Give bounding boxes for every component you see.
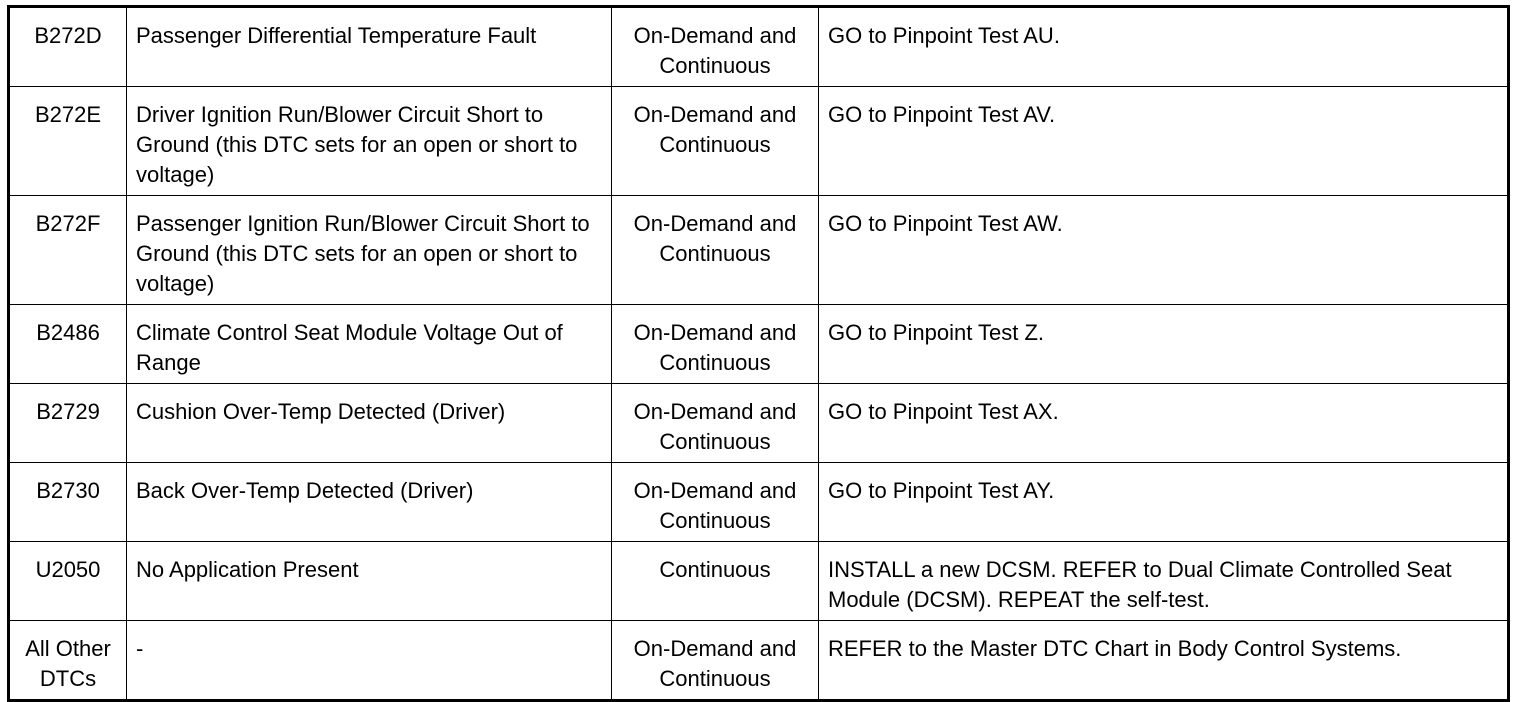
dtc-code-cell: All Other DTCs (8, 620, 127, 701)
table-row: B272E Driver Ignition Run/Blower Circuit… (8, 86, 1509, 196)
action-cell: REFER to the Master DTC Chart in Body Co… (818, 620, 1509, 701)
action-cell: INSTALL a new DCSM. REFER to Dual Climat… (818, 541, 1509, 621)
test-type-cell: On-Demand and Continuous (611, 86, 819, 196)
dtc-code-cell: B2486 (8, 304, 127, 384)
dtc-code-cell: B272D (8, 6, 127, 87)
dtc-code-cell: U2050 (8, 541, 127, 621)
action-cell: GO to Pinpoint Test AY. (818, 462, 1509, 542)
action-cell: GO to Pinpoint Test AU. (818, 6, 1509, 87)
dtc-code-cell: B272F (8, 195, 127, 305)
table-row: All Other DTCs - On-Demand and Continuou… (8, 620, 1509, 701)
test-type-cell: On-Demand and Continuous (611, 195, 819, 305)
dtc-description-cell: Back Over-Temp Detected (Driver) (126, 462, 612, 542)
dtc-code-cell: B2730 (8, 462, 127, 542)
action-cell: GO to Pinpoint Test AW. (818, 195, 1509, 305)
test-type-cell: On-Demand and Continuous (611, 6, 819, 87)
dtc-description-cell: Climate Control Seat Module Voltage Out … (126, 304, 612, 384)
dtc-code-cell: B272E (8, 86, 127, 196)
test-type-cell: Continuous (611, 541, 819, 621)
table-row: B2486 Climate Control Seat Module Voltag… (8, 304, 1509, 384)
test-type-cell: On-Demand and Continuous (611, 462, 819, 542)
table-row: B2729 Cushion Over-Temp Detected (Driver… (8, 383, 1509, 463)
table-row: U2050 No Application Present Continuous … (8, 541, 1509, 621)
dtc-description-cell: - (126, 620, 612, 701)
test-type-cell: On-Demand and Continuous (611, 620, 819, 701)
dtc-description-cell: Passenger Ignition Run/Blower Circuit Sh… (126, 195, 612, 305)
test-type-cell: On-Demand and Continuous (611, 383, 819, 463)
action-cell: GO to Pinpoint Test AX. (818, 383, 1509, 463)
dtc-table: B272D Passenger Differential Temperature… (7, 5, 1510, 702)
test-type-cell: On-Demand and Continuous (611, 304, 819, 384)
dtc-code-cell: B2729 (8, 383, 127, 463)
dtc-description-cell: Driver Ignition Run/Blower Circuit Short… (126, 86, 612, 196)
table-row: B272D Passenger Differential Temperature… (8, 6, 1509, 87)
action-cell: GO to Pinpoint Test AV. (818, 86, 1509, 196)
dtc-table-container: B272D Passenger Differential Temperature… (7, 5, 1510, 702)
dtc-description-cell: No Application Present (126, 541, 612, 621)
dtc-description-cell: Cushion Over-Temp Detected (Driver) (126, 383, 612, 463)
table-row: B2730 Back Over-Temp Detected (Driver) O… (8, 462, 1509, 542)
action-cell: GO to Pinpoint Test Z. (818, 304, 1509, 384)
table-row: B272F Passenger Ignition Run/Blower Circ… (8, 195, 1509, 305)
dtc-description-cell: Passenger Differential Temperature Fault (126, 6, 612, 87)
